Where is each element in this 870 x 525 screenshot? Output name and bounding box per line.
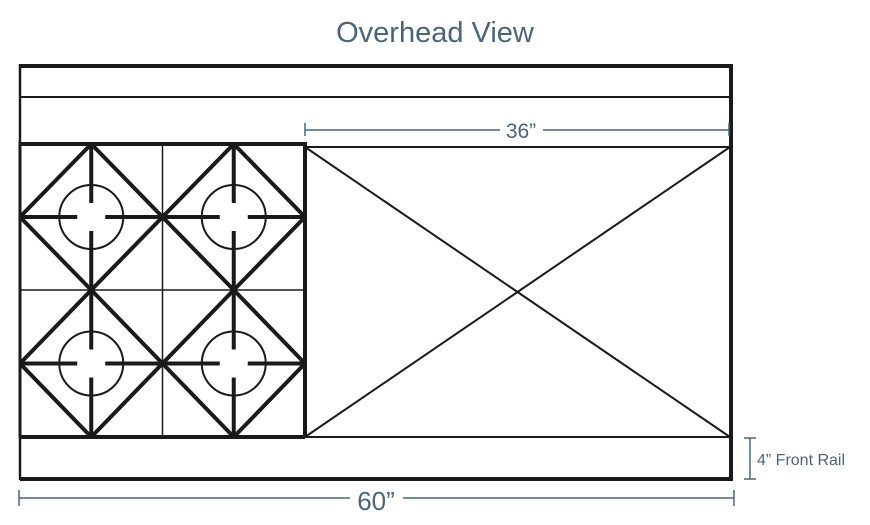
burner-1-bar-top-right: [89, 142, 164, 219]
burner-4-bar-top-left: [161, 288, 236, 365]
diagram-title: Overhead View: [336, 17, 535, 49]
dimension-griddle-width-label: 36”: [506, 120, 536, 143]
burner-3-bar-bottom-left: [18, 362, 93, 439]
range-body: [18, 64, 733, 481]
dimension-total-width-label: 60”: [357, 486, 395, 516]
griddle-plate: [304, 146, 731, 438]
griddle-diagonal-b: [304, 146, 731, 438]
burner-1-bar-bottom-left: [18, 215, 93, 292]
burner-4-bar-top-right: [232, 288, 307, 365]
burner-2-bar-bottom-right: [232, 215, 307, 292]
burner-2-bar-bottom-left: [161, 215, 236, 292]
burner-3-bar-top-left: [18, 288, 93, 365]
dimension-griddle-width: [304, 123, 730, 136]
burner-2-bar-top-right: [232, 142, 307, 219]
burner-3-bar-top-right: [89, 288, 164, 365]
dimension-front-rail-label: 4” Front Rail: [757, 452, 845, 469]
burner-4-bar-bottom-left: [161, 362, 236, 439]
dimension-front-rail: [744, 437, 756, 480]
burner-4-bar-bottom-right: [232, 362, 307, 439]
burner-grates: [18, 142, 307, 439]
burner-1-bar-top-left: [18, 142, 93, 219]
dimension-total-width: [18, 490, 735, 506]
burner-1-bar-bottom-right: [89, 215, 164, 292]
burner-2-bar-top-left: [161, 142, 236, 219]
burner-3-bar-bottom-right: [89, 362, 164, 439]
